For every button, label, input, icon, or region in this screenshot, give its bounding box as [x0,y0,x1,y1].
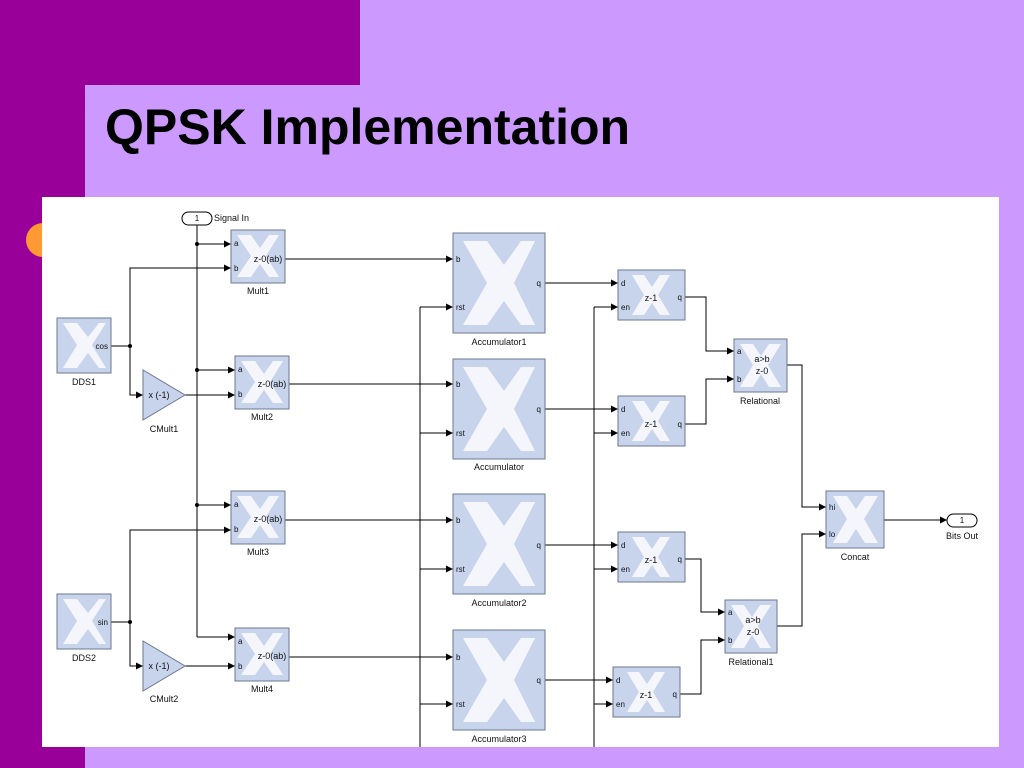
delay3-block[interactable]: d en z-1 q [617,531,686,583]
mult1-label: Mult1 [247,286,269,296]
svg-text:a>b: a>b [754,354,769,364]
bits-out-label: Bits Out [946,531,979,541]
svg-text:b: b [728,636,733,645]
svg-text:z-1: z-1 [645,419,658,429]
svg-text:z-0(ab): z-0(ab) [254,254,283,264]
svg-text:a: a [234,500,239,509]
mult4-label: Mult4 [251,684,273,694]
cmult1-block[interactable]: x (-1) [142,369,186,421]
mult4-block[interactable]: a b z-0(ab) [234,627,290,682]
svg-text:x (-1): x (-1) [149,661,170,671]
svg-text:q: q [537,279,541,288]
relational1-label: Relational1 [728,657,773,667]
svg-text:b: b [456,653,461,662]
svg-text:q: q [537,676,541,685]
svg-text:d: d [621,541,625,550]
svg-text:cos: cos [96,342,108,351]
svg-text:a: a [234,239,239,248]
svg-text:a: a [728,608,733,617]
accumulator1-block[interactable]: b rst q [452,232,546,334]
signal-in-port[interactable]: 1 [181,211,213,226]
svg-text:q: q [678,555,682,564]
svg-text:en: en [616,700,625,709]
svg-text:q: q [678,293,682,302]
dds2-block[interactable]: sin [56,593,112,650]
svg-text:hi: hi [829,503,835,512]
dds1-block[interactable]: cos [56,317,112,374]
svg-text:z-1: z-1 [640,690,653,700]
svg-text:z-0(ab): z-0(ab) [258,379,287,389]
svg-text:rst: rst [456,700,466,709]
svg-text:b: b [456,255,461,264]
relational-label: Relational [740,396,780,406]
signal-in-label: Signal In [214,213,249,223]
slide-title: QPSK Implementation [105,99,631,155]
svg-text:a>b: a>b [745,615,760,625]
svg-text:1: 1 [960,516,965,525]
block-diagram: 1 Signal In cos DDS1 sin DDS2 x (-1) CMu… [42,197,999,747]
svg-text:x (-1): x (-1) [149,390,170,400]
accumulator1-label: Accumulator1 [471,337,526,347]
svg-text:lo: lo [829,530,836,539]
svg-text:z-1: z-1 [645,555,658,565]
svg-text:rst: rst [456,429,466,438]
concat-block[interactable]: hi lo [825,490,885,549]
mult3-label: Mult3 [247,547,269,557]
relational-block[interactable]: a b a>b z-0 [733,338,788,393]
svg-text:a: a [737,347,742,356]
svg-text:en: en [621,429,630,438]
accumulator-block[interactable]: b rst q [452,358,546,460]
accumulator3-block[interactable]: b rst q [452,629,546,731]
cmult1-label: CMult1 [150,424,179,434]
svg-text:z-0: z-0 [756,366,769,376]
delay1-block[interactable]: d en z-1 q [617,269,686,321]
svg-text:a: a [238,365,243,374]
svg-text:q: q [678,420,682,429]
svg-text:d: d [621,405,625,414]
relational1-block[interactable]: a b a>b z-0 [724,599,778,654]
svg-text:q: q [537,541,541,550]
svg-text:z-1: z-1 [645,293,658,303]
svg-text:b: b [234,525,239,534]
mult3-block[interactable]: a b z-0(ab) [230,490,286,545]
delay2-block[interactable]: d en z-1 q [617,395,686,447]
svg-text:q: q [537,405,541,414]
bits-out-port[interactable]: 1 [946,513,978,528]
svg-text:sin: sin [98,618,108,627]
dds2-label: DDS2 [72,653,96,663]
concat-label: Concat [841,552,870,562]
svg-text:rst: rst [456,303,466,312]
svg-text:1: 1 [195,214,200,223]
dds1-label: DDS1 [72,377,96,387]
cmult2-block[interactable]: x (-1) [142,640,186,692]
accumulator2-label: Accumulator2 [471,598,526,608]
cmult2-label: CMult2 [150,694,179,704]
svg-text:b: b [238,662,243,671]
svg-text:en: en [621,303,630,312]
accumulator-label: Accumulator [474,462,524,472]
mult2-label: Mult2 [251,412,273,422]
accumulator3-label: Accumulator3 [471,734,526,744]
delay4-block[interactable]: d en z-1 q [612,666,681,718]
svg-text:b: b [737,375,742,384]
svg-text:z-0(ab): z-0(ab) [254,514,283,524]
svg-text:a: a [238,637,243,646]
svg-text:d: d [616,676,620,685]
svg-text:q: q [673,690,677,699]
svg-text:z-0: z-0 [747,627,760,637]
svg-text:rst: rst [456,565,466,574]
svg-text:b: b [238,390,243,399]
svg-text:d: d [621,279,625,288]
svg-text:b: b [456,380,461,389]
wires [111,219,947,747]
mult1-block[interactable]: a b z-0(ab) [230,229,286,284]
svg-text:en: en [621,565,630,574]
svg-text:z-0(ab): z-0(ab) [258,651,287,661]
accumulator2-block[interactable]: b rst q [452,493,546,595]
svg-text:b: b [456,516,461,525]
svg-text:b: b [234,264,239,273]
mult2-block[interactable]: a b z-0(ab) [234,355,290,410]
